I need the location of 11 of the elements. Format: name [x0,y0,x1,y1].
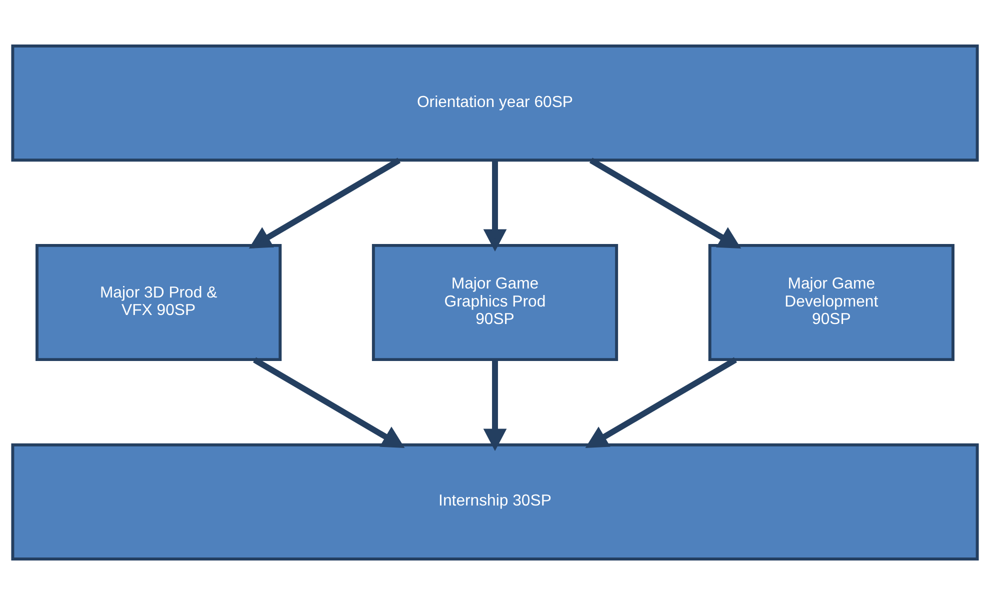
node-box: Major Game Development 90SP [708,244,954,362]
arrow [483,160,507,252]
node-box: Major 3D Prod & VFX 90SP [36,244,282,362]
node-box: Internship 30SP [11,443,979,561]
arrow [483,360,507,451]
arrow [585,357,737,448]
arrow [248,158,401,249]
arrow [589,158,742,249]
node-box: Orientation year 60SP [11,44,979,162]
arrow [253,357,405,448]
node-box: Major Game Graphics Prod 90SP [372,244,618,362]
